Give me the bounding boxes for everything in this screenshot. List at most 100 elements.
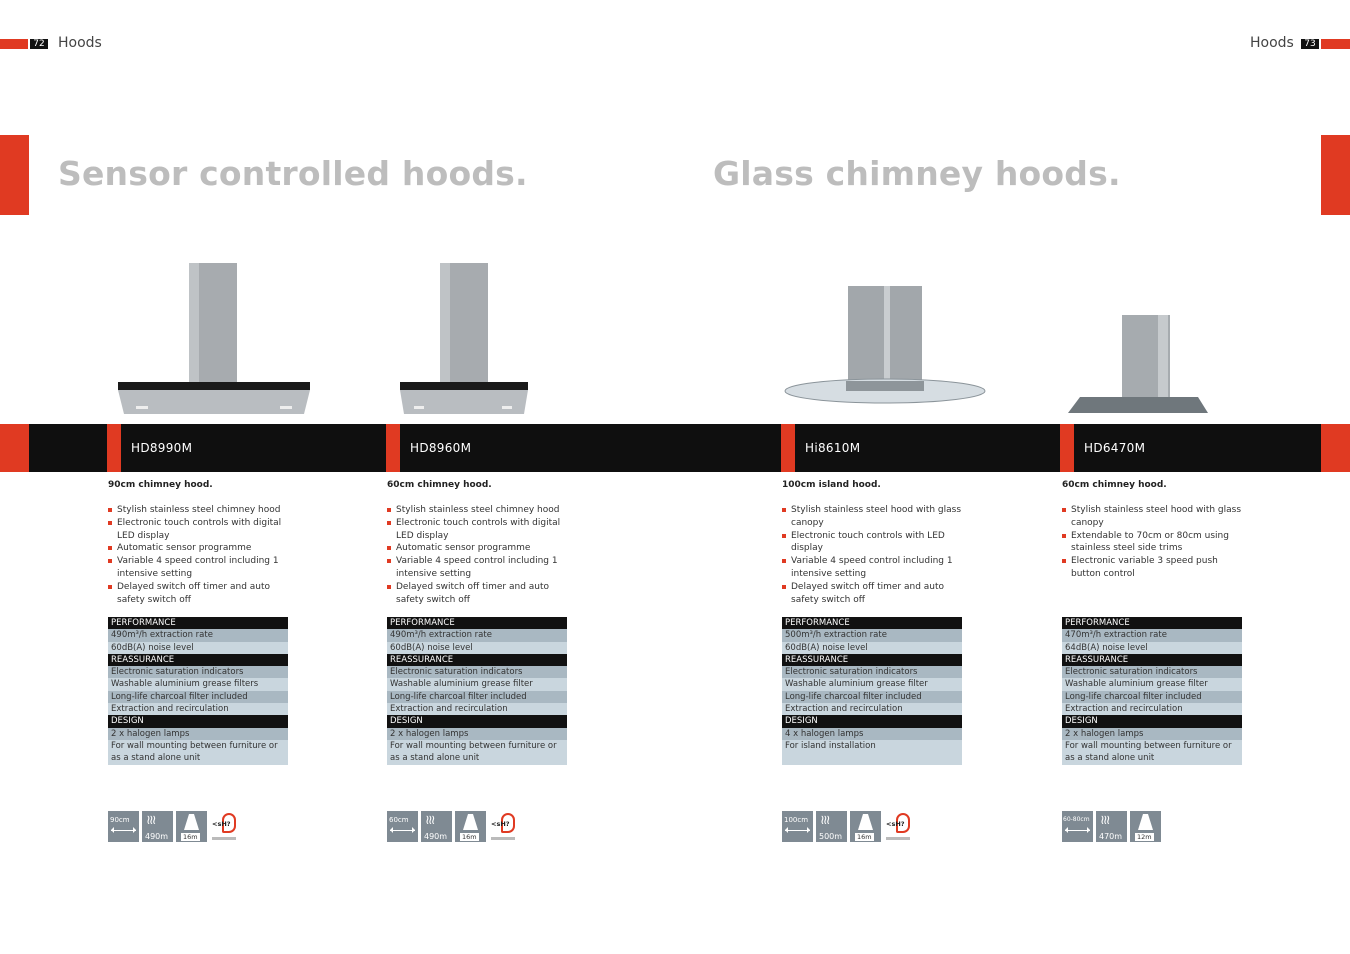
width-icon: 90cm [108, 811, 139, 842]
feature-item: Electronic variable 3 speed push button … [1062, 555, 1242, 581]
extraction-rate-icon: ≀≀≀490m [421, 811, 452, 842]
low-noise-icon: <sH? [210, 811, 240, 842]
feature-item: Stylish stainless steel hood with glass … [782, 504, 962, 530]
icon-strip-3: 100cm ≀≀≀500m 16m <sH? [782, 811, 914, 843]
noise-badge: <sH? [886, 820, 905, 828]
feature-item: Variable 4 speed control including 1 int… [387, 555, 567, 581]
spec-row: 4 x halogen lamps [782, 727, 962, 740]
spec-row: Extraction and recirculation [387, 703, 567, 716]
spec-row: 500m³/h extraction rate [782, 629, 962, 642]
product-subtitle: 90cm chimney hood. [108, 480, 213, 490]
model-marker-1 [107, 424, 121, 472]
spec-row: Washable aluminium grease filters [108, 678, 288, 691]
width-icon: 100cm [782, 811, 813, 842]
spec-table-3: PERFORMANCE 500m³/h extraction rate 60dB… [782, 617, 962, 765]
spec-row: 2 x halogen lamps [108, 727, 288, 740]
feature-item: Electronic touch controls with digital L… [108, 517, 288, 543]
spec-row: Extraction and recirculation [108, 703, 288, 716]
duct-length-icon: 16m [176, 811, 207, 842]
model-name-1: HD8990M [131, 441, 193, 455]
feature-list: Stylish stainless steel chimney hood Ele… [387, 504, 567, 606]
spec-row: Extraction and recirculation [782, 703, 962, 716]
feature-item: Delayed switch off timer and auto safety… [782, 581, 962, 607]
extraction-rate-icon: ≀≀≀470m [1096, 811, 1127, 842]
right-page-title: Glass chimney hoods. [713, 154, 1121, 193]
duct-length-icon: 12m [1130, 811, 1161, 842]
spec-row: Long-life charcoal filter included [1062, 690, 1242, 704]
spec-row: For island installation [782, 739, 962, 765]
spec-header-design: DESIGN [108, 715, 288, 728]
product-description-3: 100cm island hood. Stylish stainless ste… [782, 480, 962, 606]
bar-red-right [1321, 424, 1350, 472]
spec-row: 490m³/h extraction rate [108, 629, 288, 642]
width-icon: 60cm [387, 811, 418, 842]
spec-row: Electronic saturation indicators [387, 666, 567, 679]
length-value: 16m [855, 833, 874, 841]
spec-header-performance: PERFORMANCE [782, 617, 962, 630]
feature-list: Stylish stainless steel hood with glass … [782, 504, 962, 606]
left-page-red-tab [0, 39, 28, 49]
spec-table-1: PERFORMANCE 490m³/h extraction rate 60dB… [108, 617, 288, 765]
length-value: 16m [181, 833, 200, 841]
icon-strip-4: 60-80cm ≀≀≀470m 12m [1062, 811, 1161, 843]
feature-list: Stylish stainless steel hood with glass … [1062, 504, 1242, 581]
spec-row: Washable aluminium grease filter [387, 678, 567, 691]
spec-header-reassurance: REASSURANCE [387, 653, 567, 667]
rate-value: 490m [145, 832, 169, 841]
feature-item: Electronic touch controls with LED displ… [782, 530, 962, 556]
spec-header-design: DESIGN [1062, 715, 1242, 728]
feature-item: Variable 4 speed control including 1 int… [108, 555, 288, 581]
spec-header-reassurance: REASSURANCE [782, 653, 962, 667]
model-marker-2 [386, 424, 400, 472]
hood-photo-hd6470m [1068, 315, 1208, 413]
duct-length-icon: 16m [455, 811, 486, 842]
left-page-number: 72 [30, 39, 48, 49]
duct-length-icon: 16m [850, 811, 881, 842]
width-value: 60-80cm [1063, 816, 1090, 823]
model-marker-3 [781, 424, 795, 472]
noise-badge: <sH? [491, 820, 510, 828]
product-subtitle: 100cm island hood. [782, 480, 881, 490]
spec-row: 2 x halogen lamps [1062, 727, 1242, 740]
product-description-4: 60cm chimney hood. Stylish stainless ste… [1062, 480, 1242, 581]
extraction-rate-icon: ≀≀≀500m [816, 811, 847, 842]
model-name-4: HD6470M [1084, 441, 1146, 455]
model-marker-4 [1060, 424, 1074, 472]
spec-header-performance: PERFORMANCE [1062, 617, 1242, 630]
model-bar [29, 424, 1321, 472]
rate-value: 490m [424, 832, 448, 841]
spec-table-2: PERFORMANCE 490m³/h extraction rate 60dB… [387, 617, 567, 765]
feature-item: Electronic touch controls with digital L… [387, 517, 567, 543]
spec-row: Washable aluminium grease filter [1062, 678, 1242, 691]
length-value: 12m [1135, 833, 1154, 841]
feature-item: Stylish stainless steel chimney hood [108, 504, 288, 517]
feature-item: Stylish stainless steel hood with glass … [1062, 504, 1242, 530]
right-page-number: 73 [1301, 39, 1319, 49]
product-description-2: 60cm chimney hood. Stylish stainless ste… [387, 480, 567, 606]
spec-row: Extraction and recirculation [1062, 703, 1242, 716]
hood-photo-hd8960m [400, 263, 528, 414]
hood-photo-hd8990m [118, 263, 310, 414]
spec-row: 2 x halogen lamps [387, 727, 567, 740]
spec-row: 60dB(A) noise level [782, 641, 962, 654]
extraction-rate-icon: ≀≀≀490m [142, 811, 173, 842]
rate-value: 470m [1099, 832, 1123, 841]
spec-header-design: DESIGN [387, 715, 567, 728]
feature-item: Delayed switch off timer and auto safety… [387, 581, 567, 607]
right-title-marker [1321, 135, 1350, 215]
left-title-marker [0, 135, 29, 215]
width-value: 100cm [784, 816, 809, 824]
spec-row: Electronic saturation indicators [782, 666, 962, 679]
spec-row: 470m³/h extraction rate [1062, 629, 1242, 642]
spec-header-reassurance: REASSURANCE [108, 653, 288, 667]
spec-row: Long-life charcoal filter included [387, 690, 567, 704]
right-page-red-tab [1321, 39, 1350, 49]
spec-row: Washable aluminium grease filter [782, 678, 962, 691]
width-value: 90cm [110, 816, 130, 824]
feature-list: Stylish stainless steel chimney hood Ele… [108, 504, 288, 606]
feature-item: Automatic sensor programme [387, 542, 567, 555]
length-value: 16m [460, 833, 479, 841]
spec-row: 490m³/h extraction rate [387, 629, 567, 642]
left-section-label: Hoods [58, 35, 102, 51]
spec-header-reassurance: REASSURANCE [1062, 653, 1242, 667]
